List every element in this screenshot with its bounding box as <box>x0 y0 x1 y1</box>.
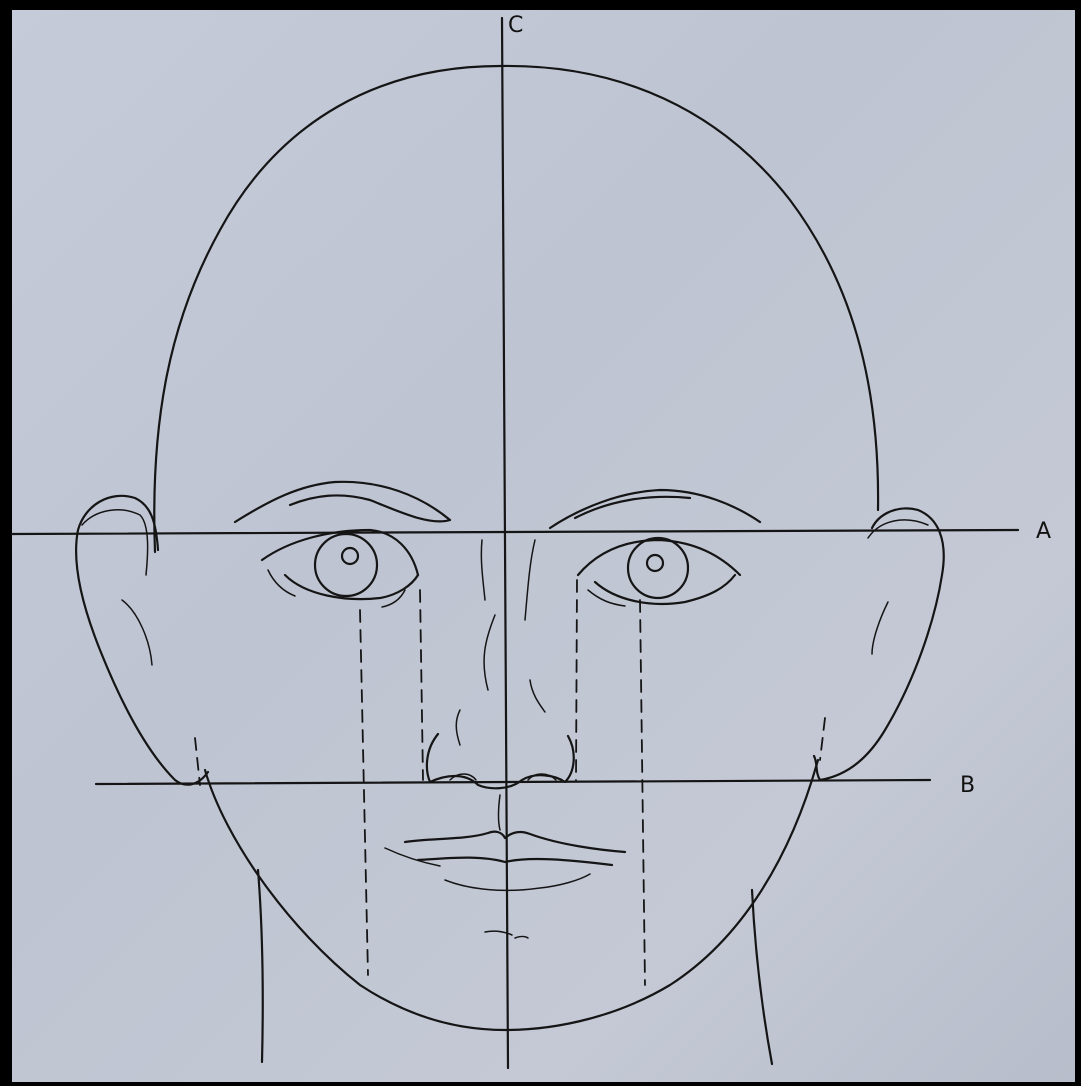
left-eyebrow <box>235 482 450 522</box>
dashed-guide-right-outer <box>640 600 645 985</box>
dashed-guide-jaw-left <box>195 738 200 785</box>
right-ear-inner-fold <box>872 602 888 654</box>
left-ear-inner-fold <box>122 600 152 665</box>
nose-bridge-right <box>525 540 545 712</box>
right-iris <box>628 538 688 598</box>
left-iris <box>315 534 377 596</box>
dashed-guide-left-outer <box>360 610 368 975</box>
dashed-guide-jaw-right <box>820 718 825 760</box>
left-ear-inner-top <box>82 510 148 575</box>
right-ear <box>814 508 944 780</box>
left-eye-crease <box>268 570 405 607</box>
horizontal-line-a <box>12 530 1018 534</box>
right-eyebrow <box>550 490 760 528</box>
nose-bridge-left <box>481 540 495 690</box>
left-ear <box>76 496 208 785</box>
right-pupil <box>647 555 663 571</box>
neck-left <box>258 870 263 1062</box>
right-ear-inner-top <box>868 520 928 538</box>
nose-wing-left <box>456 710 460 745</box>
label-c: C <box>508 13 523 38</box>
nose-base <box>427 734 574 788</box>
right-eye-crease <box>588 590 625 606</box>
dashed-guide-left-inner <box>420 590 423 780</box>
right-eye-lower-lid <box>595 575 735 604</box>
jaw-outline <box>205 760 818 1030</box>
lower-lip <box>385 848 590 890</box>
horizontal-line-b <box>96 780 930 784</box>
left-eye-upper-lid <box>262 530 418 575</box>
neck-right <box>752 890 772 1064</box>
cranium-outline <box>154 66 878 552</box>
upper-lip <box>405 832 625 852</box>
philtrum <box>499 795 501 830</box>
label-b: B <box>960 773 975 798</box>
label-a: A <box>1036 519 1051 544</box>
lip-line <box>418 858 612 865</box>
dashed-guide-right-inner <box>576 580 577 780</box>
left-pupil <box>342 548 358 564</box>
vertical-center-line-c <box>502 18 508 1068</box>
